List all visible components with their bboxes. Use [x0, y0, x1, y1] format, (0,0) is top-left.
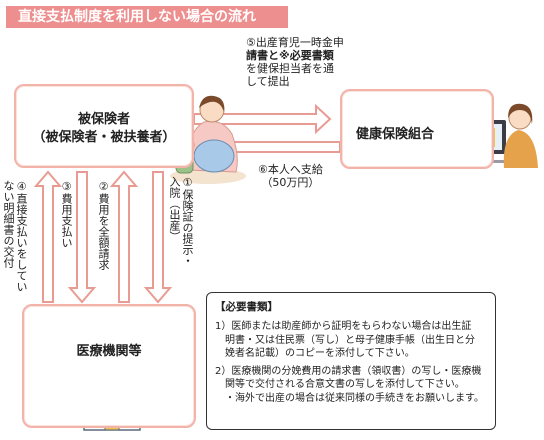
arrow-step4 — [33, 170, 63, 303]
node-health-insurance-union: 健康保険組合 — [340, 89, 494, 169]
node-insured-person: 被保険者 （被保険者・被扶養者） — [14, 84, 194, 168]
arrow-step1 — [143, 171, 173, 304]
step5-line3: を健保担当者を通 — [246, 62, 334, 75]
step3-text: ③費用支払い — [60, 180, 73, 248]
step5-text: ⑤出産育児一時金申 請書と※必要書類 を健保担当者を通 して提出 — [246, 36, 344, 88]
note-item-overseas: ・海外で出産の場合は従来同様の手続きをお願いします。 — [215, 392, 484, 404]
step5-line4: して提出 — [246, 75, 290, 88]
step2-text: ②費用を全額請求 — [97, 180, 110, 270]
step4-text: ④直接支払いをしていない明細書の交付 — [2, 180, 28, 292]
note-item-1-cont1: 明書・又は住民票（写し）と母子健康手帳（出生日と分 — [215, 334, 475, 346]
note-title: 【必要書類】 — [215, 301, 278, 313]
note-item-2-cont: 関等で交付される合意文書の写しを添付して下さい。 — [215, 379, 465, 390]
node-insured-title: 被保険者 — [77, 112, 130, 127]
required-documents-note: 【必要書類】 1）医師または助産師から証明をもらわない場合は出生証 明書・又は住… — [206, 292, 496, 430]
node-medical-title: 医療機関等 — [76, 344, 142, 359]
page-title: 直接支払制度を利用しない場合の流れ — [6, 6, 288, 28]
node-union-title: 健康保険組合 — [356, 127, 435, 142]
arrow-step2 — [109, 170, 139, 303]
step1-text: ①保険証の提示・入院（出産） — [168, 176, 194, 266]
step5-line1: ⑤出産育児一時金申 — [246, 36, 344, 49]
arrow-step3 — [67, 171, 97, 304]
step5-line2: 請書と※必要書類 — [246, 49, 334, 62]
node-medical-institution: 医療機関等 — [22, 304, 196, 428]
note-item-1: 1）医師または助産師から証明をもらわない場合は出生証 — [215, 321, 472, 332]
step6-line1: ⑥本人へ支給 — [258, 163, 323, 176]
step6-text: ⑥本人へ支給 （50万円） — [258, 163, 323, 189]
node-insured-subtitle: （被保険者・被扶養者） — [32, 130, 176, 145]
note-item-1-cont2: 娩者名記載）のコピーを添付して下さい。 — [215, 348, 415, 359]
note-item-2: 2）医療機関の分娩費用の請求書（領収書）の写し・医療機 — [215, 365, 482, 377]
step6-line2: （50万円） — [261, 176, 320, 189]
